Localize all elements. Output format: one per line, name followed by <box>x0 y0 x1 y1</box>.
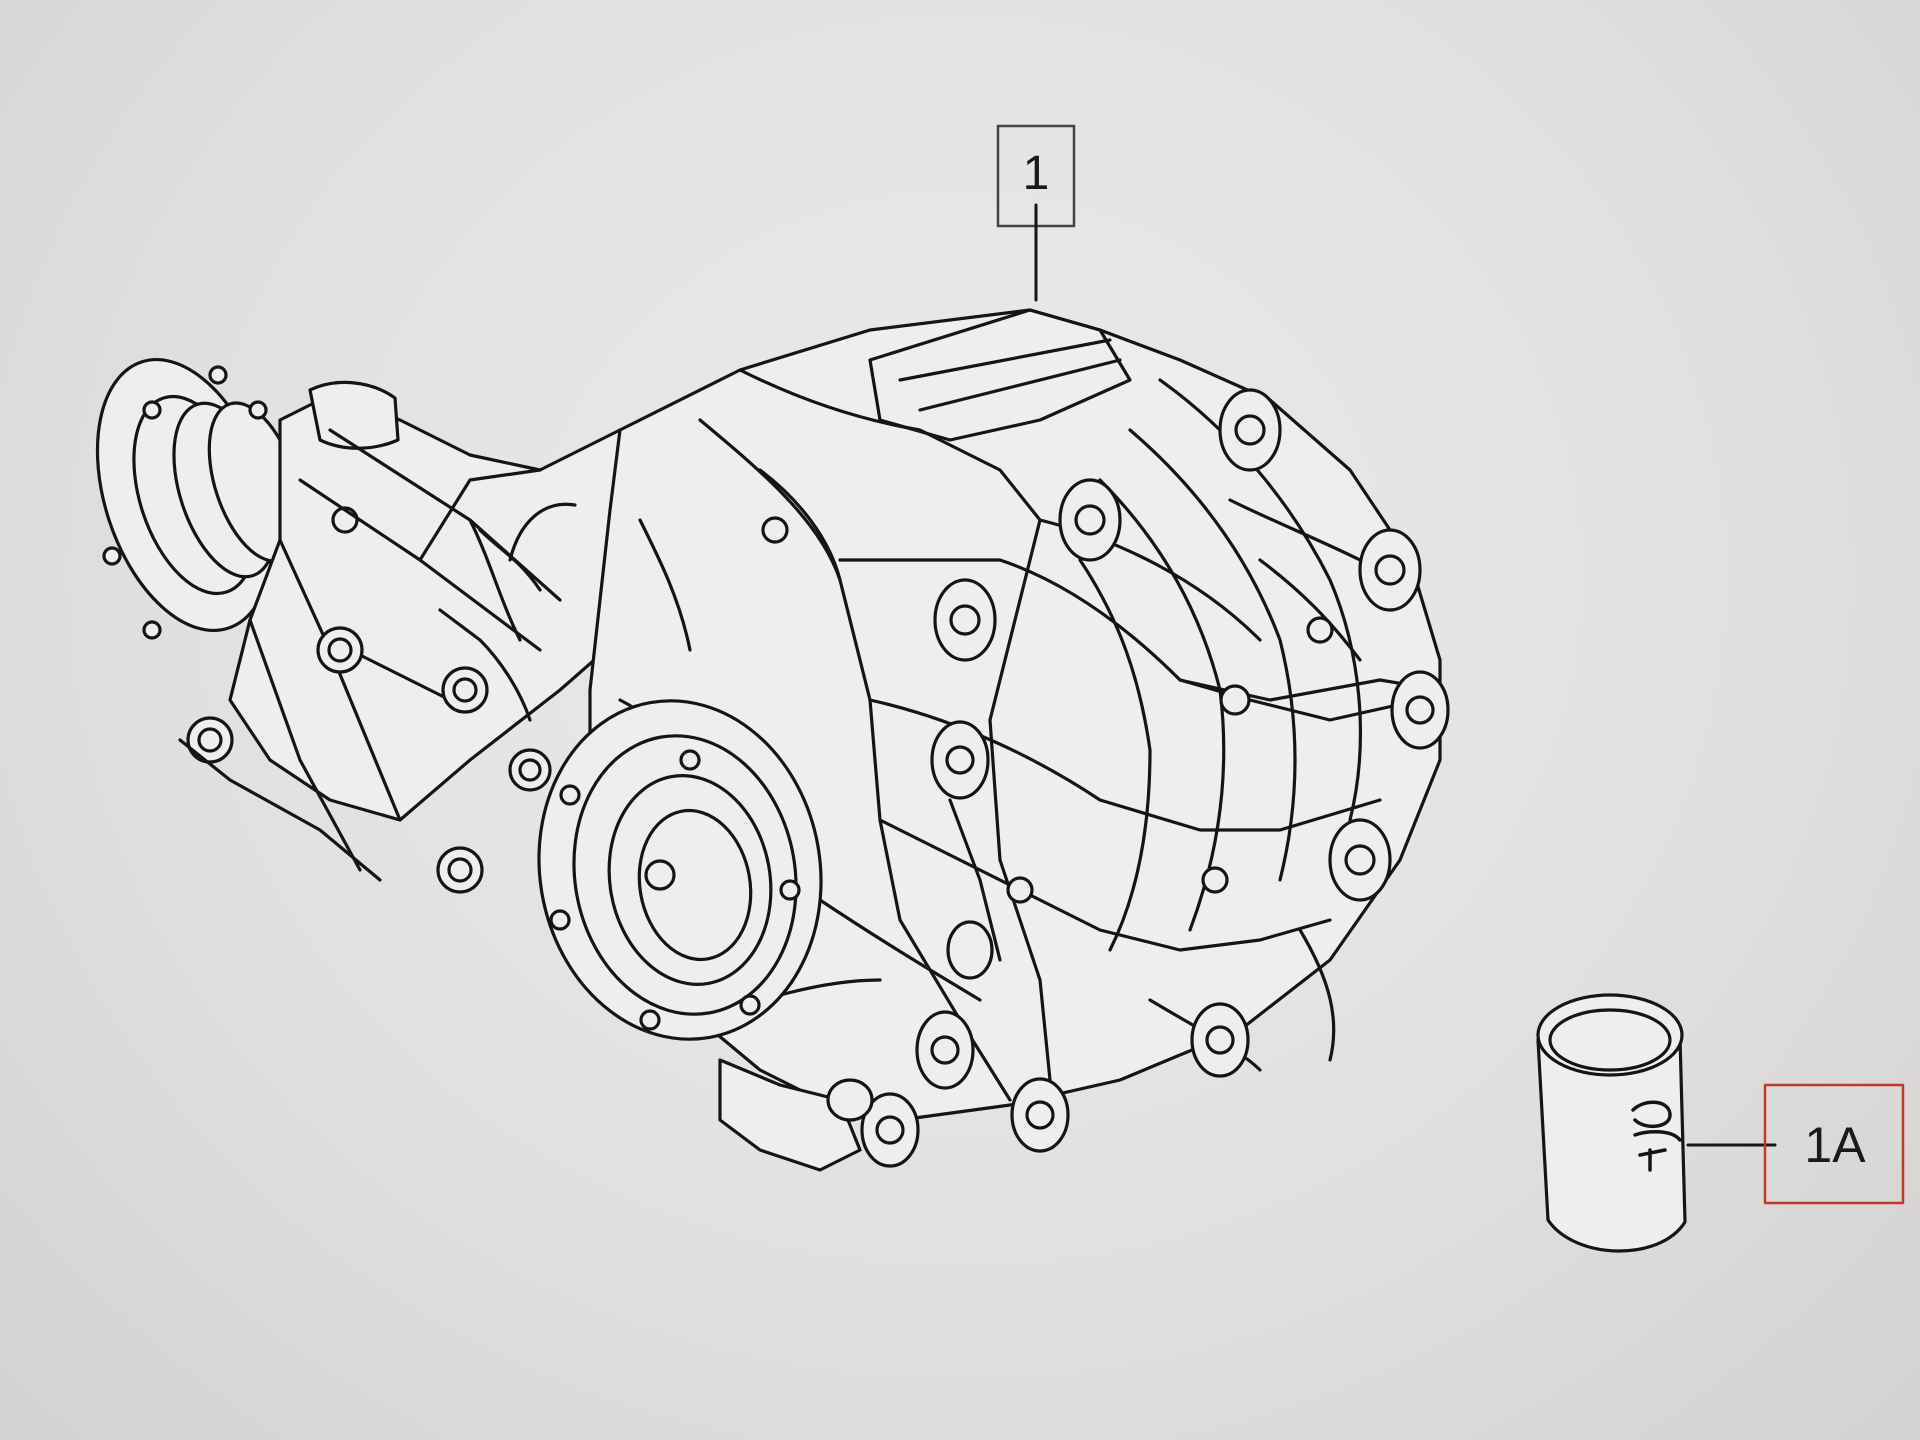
callout-1a-box[interactable] <box>1686 1083 1905 1205</box>
callout-1a-label: 1A <box>1804 1117 1866 1173</box>
callout-1-box[interactable] <box>996 124 1076 302</box>
callout-1-label: 1 <box>1022 147 1050 200</box>
fluid-can[interactable] <box>1536 993 1687 1253</box>
rear-differential-assembly[interactable] <box>66 308 1450 1172</box>
input-flange <box>95 357 303 640</box>
output-flange <box>537 699 874 1172</box>
pinion-housing <box>178 380 722 894</box>
